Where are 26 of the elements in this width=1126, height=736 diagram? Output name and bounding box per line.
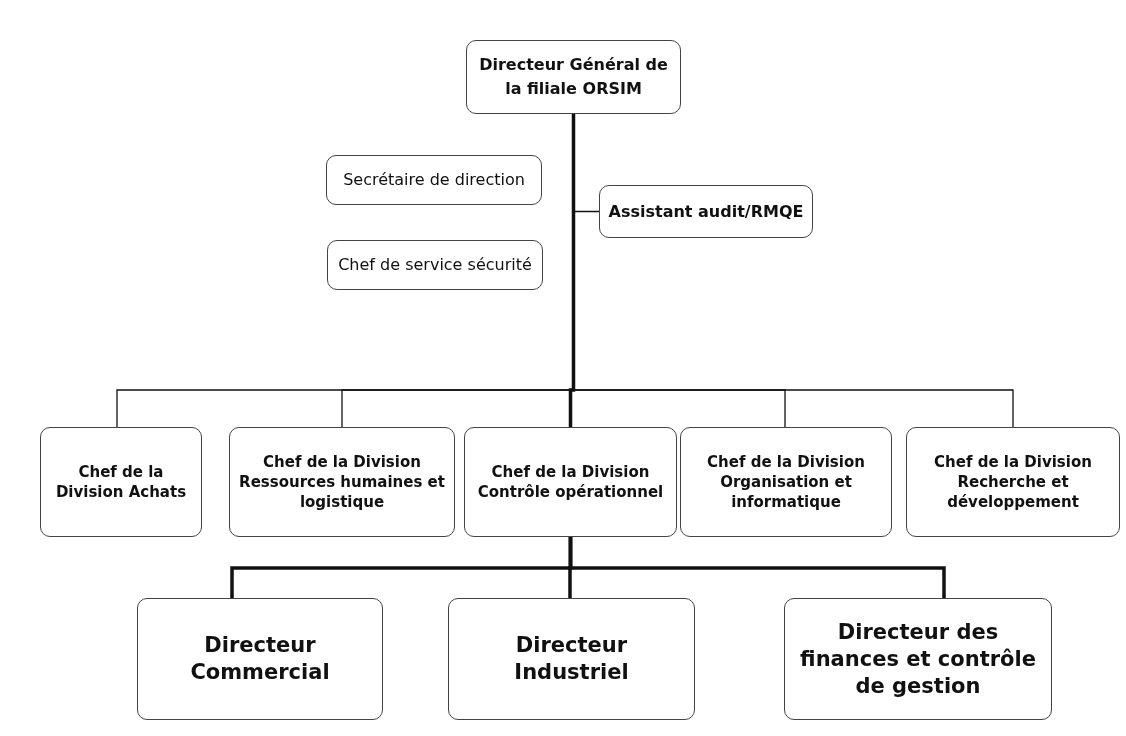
role-title: Chef de la Division Ressources humaines et logistique xyxy=(238,452,446,512)
role-title: Directeur des finances et contrôle de gestion xyxy=(799,618,1037,700)
org-box xyxy=(229,427,455,537)
org-box xyxy=(906,427,1120,537)
role-title: Secrétaire de direction xyxy=(343,169,525,191)
org-box xyxy=(599,185,813,238)
org-box xyxy=(40,427,202,537)
role-title: Directeur Général de la filiale ORSIM xyxy=(478,54,669,100)
connector-line xyxy=(568,114,576,427)
role-title: Assistant audit/RMQE xyxy=(608,200,804,223)
role-title: Chef de la Division Contrôle opérationnel xyxy=(476,462,665,502)
org-box xyxy=(327,240,543,290)
role-title: Chef de service sécurité xyxy=(338,254,532,276)
org-box xyxy=(326,155,542,205)
role-title: Directeur Commercial xyxy=(189,632,331,686)
role-title: Chef de la Division Recherche et développement xyxy=(933,452,1093,512)
role-title: Chef de la Division Achats xyxy=(54,462,188,502)
org-box xyxy=(466,40,681,114)
org-box xyxy=(448,598,695,720)
org-box xyxy=(137,598,383,720)
org-box xyxy=(784,598,1052,720)
org-box xyxy=(464,427,677,537)
role-title: Directeur Industriel xyxy=(513,632,630,686)
role-title: Chef de la Division Organisation et informatique xyxy=(706,452,866,512)
connector-line xyxy=(568,537,946,598)
org-box xyxy=(680,427,892,537)
